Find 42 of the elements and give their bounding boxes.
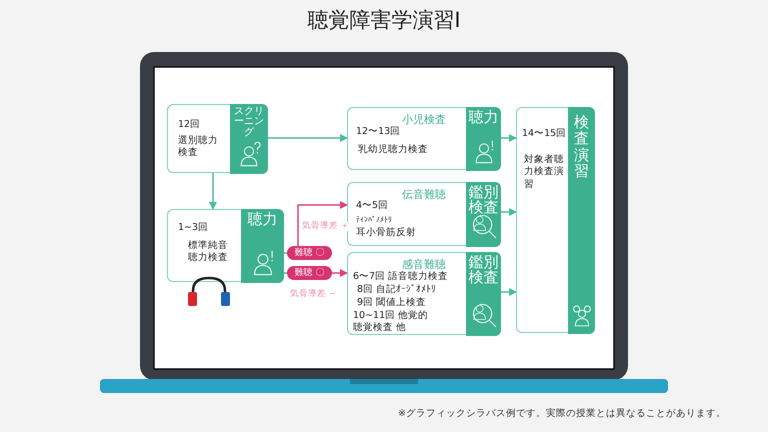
card-subtitle: 小児検査 bbox=[402, 112, 446, 127]
tab-text: 聴力 bbox=[468, 110, 498, 126]
card-text: 4〜5回 bbox=[356, 200, 390, 212]
card-text: 10~11回 他覚的聴覚検査 他 bbox=[353, 310, 430, 335]
arrow bbox=[500, 134, 517, 142]
card-text: 標準純音聴力検査 bbox=[188, 240, 229, 265]
process-card bbox=[347, 182, 500, 246]
card-text: 6〜7回 語音聴力検査 bbox=[353, 271, 450, 284]
tab-text: 鑑別検査 bbox=[467, 254, 500, 286]
card-text: 8回 自記ｵｰｼﾞｵﾒﾄﾘ bbox=[357, 284, 438, 296]
card-text: 対象者聴力検査演習 bbox=[524, 154, 564, 192]
process-card bbox=[167, 104, 267, 173]
card-text: 耳小骨筋反射 bbox=[356, 227, 417, 240]
card-subtitle: 感音難聴 bbox=[402, 257, 446, 271]
card-text: 14〜15回 bbox=[522, 128, 568, 140]
card-text: 12回 bbox=[178, 119, 202, 132]
edge-label: 気骨導差 ＋ bbox=[302, 222, 350, 232]
title: 聴覚障害学演習Ⅰ bbox=[306, 7, 462, 34]
arrow bbox=[332, 269, 348, 277]
pill-badge: 難聴 〇 bbox=[287, 246, 332, 260]
process-card bbox=[516, 107, 594, 333]
caption: ※グラフィックシラバス例です。実際の授業とは異なることがあります。 bbox=[398, 407, 726, 420]
arrow bbox=[500, 288, 517, 296]
card-text: 乳幼児聴力検査 bbox=[358, 144, 429, 156]
card-subtitle: 伝音難聴 bbox=[402, 187, 446, 202]
arrow bbox=[267, 134, 348, 142]
tab-text: 聴力 bbox=[247, 212, 278, 228]
tab-text: 鑑別検査 bbox=[467, 184, 500, 216]
card-text: 1~3回 bbox=[178, 222, 210, 234]
edge-label: 気骨導差 − bbox=[290, 290, 336, 300]
tab-text: 検査演習 bbox=[573, 114, 590, 180]
arrow bbox=[297, 201, 348, 246]
card-text: 9回 閾値上検査 bbox=[357, 297, 428, 310]
pill-badge: 難聴 〇 bbox=[287, 266, 332, 280]
process-card bbox=[167, 209, 283, 282]
tab-text: スクリーニング bbox=[232, 106, 265, 138]
card-text: 12〜13回 bbox=[356, 126, 402, 138]
arrow bbox=[500, 208, 517, 216]
process-card bbox=[347, 107, 500, 170]
arrow bbox=[209, 173, 217, 210]
card-text: 選別聴力検査 bbox=[178, 135, 219, 160]
process-card bbox=[347, 252, 500, 335]
